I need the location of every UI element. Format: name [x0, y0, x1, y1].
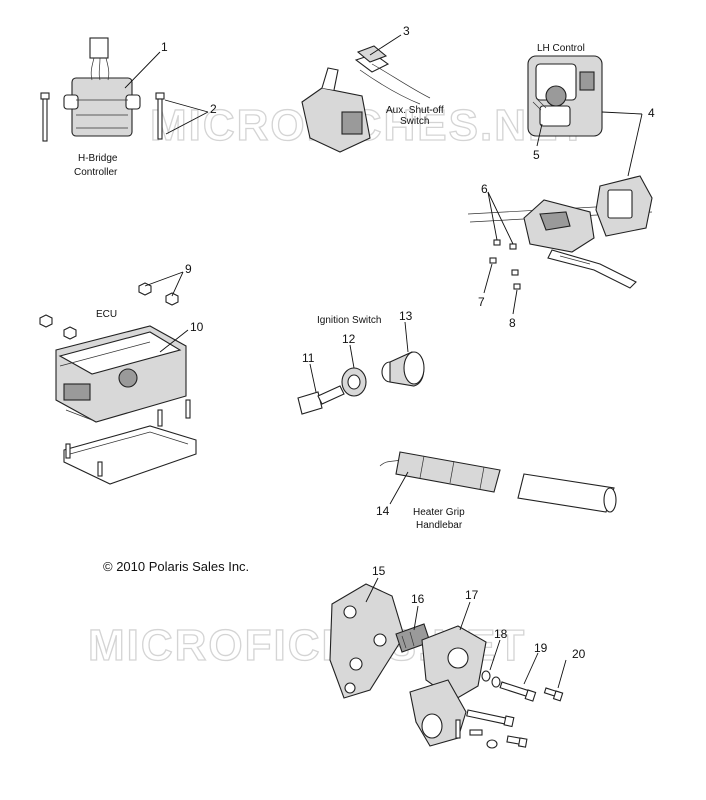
callout-15: 15: [372, 564, 386, 578]
callout-12: 12: [342, 332, 356, 346]
caption-aux-line1: Aux. Shut-off: [386, 105, 444, 116]
callout-2: 2: [210, 102, 217, 116]
caption-ecu: ECU: [96, 309, 117, 320]
heater-grip-illustration: [379, 451, 617, 513]
callout-7: 7: [478, 295, 485, 309]
hbridge-controller-illustration: [40, 37, 165, 142]
lh-control-inset-illustration: [527, 55, 603, 137]
callout-5: 5: [533, 148, 540, 162]
caption-ignition-switch: Ignition Switch: [317, 315, 381, 326]
callout-9: 9: [185, 262, 192, 276]
caption-hbridge-line1: H-Bridge: [78, 153, 118, 164]
lh-control-assembly-illustration: [467, 175, 653, 289]
callout-6: 6: [481, 182, 488, 196]
caption-aux-line2: Switch: [400, 116, 429, 127]
hardware-18-19-20-illustration: [466, 670, 564, 749]
ignition-barrel-illustration: [381, 351, 425, 387]
callout-8: 8: [509, 316, 516, 330]
callout-10: 10: [190, 320, 204, 334]
callout-3: 3: [403, 24, 410, 38]
motor-17-illustration: [409, 625, 487, 747]
callout-17: 17: [465, 588, 479, 602]
caption-lh-control: LH Control: [537, 43, 585, 54]
aux-shutoff-switch-illustration: [301, 45, 431, 153]
callout-11: 11: [302, 351, 315, 365]
caption-hbridge-line2: Controller: [74, 167, 118, 178]
ecu-illustration: [55, 325, 197, 485]
callout-19: 19: [534, 641, 548, 655]
callout-16: 16: [411, 592, 425, 606]
callout-1: 1: [161, 40, 168, 54]
ignition-bezel-illustration: [341, 367, 367, 397]
ignition-key-illustration: [297, 385, 345, 415]
screws-6-7-8: [489, 239, 521, 290]
mounting-bracket-15-illustration: [329, 583, 405, 699]
callout-13: 13: [399, 309, 413, 323]
callout-18: 18: [494, 627, 508, 641]
callout-20: 20: [572, 647, 586, 661]
caption-heater-line2: Handlebar: [416, 520, 463, 531]
callout-4: 4: [648, 106, 655, 120]
callout-14: 14: [376, 504, 390, 518]
copyright-notice: © 2010 Polaris Sales Inc.: [103, 559, 249, 574]
caption-heater-line1: Heater Grip: [413, 507, 465, 518]
ecu-nuts-illustration: [39, 282, 179, 340]
